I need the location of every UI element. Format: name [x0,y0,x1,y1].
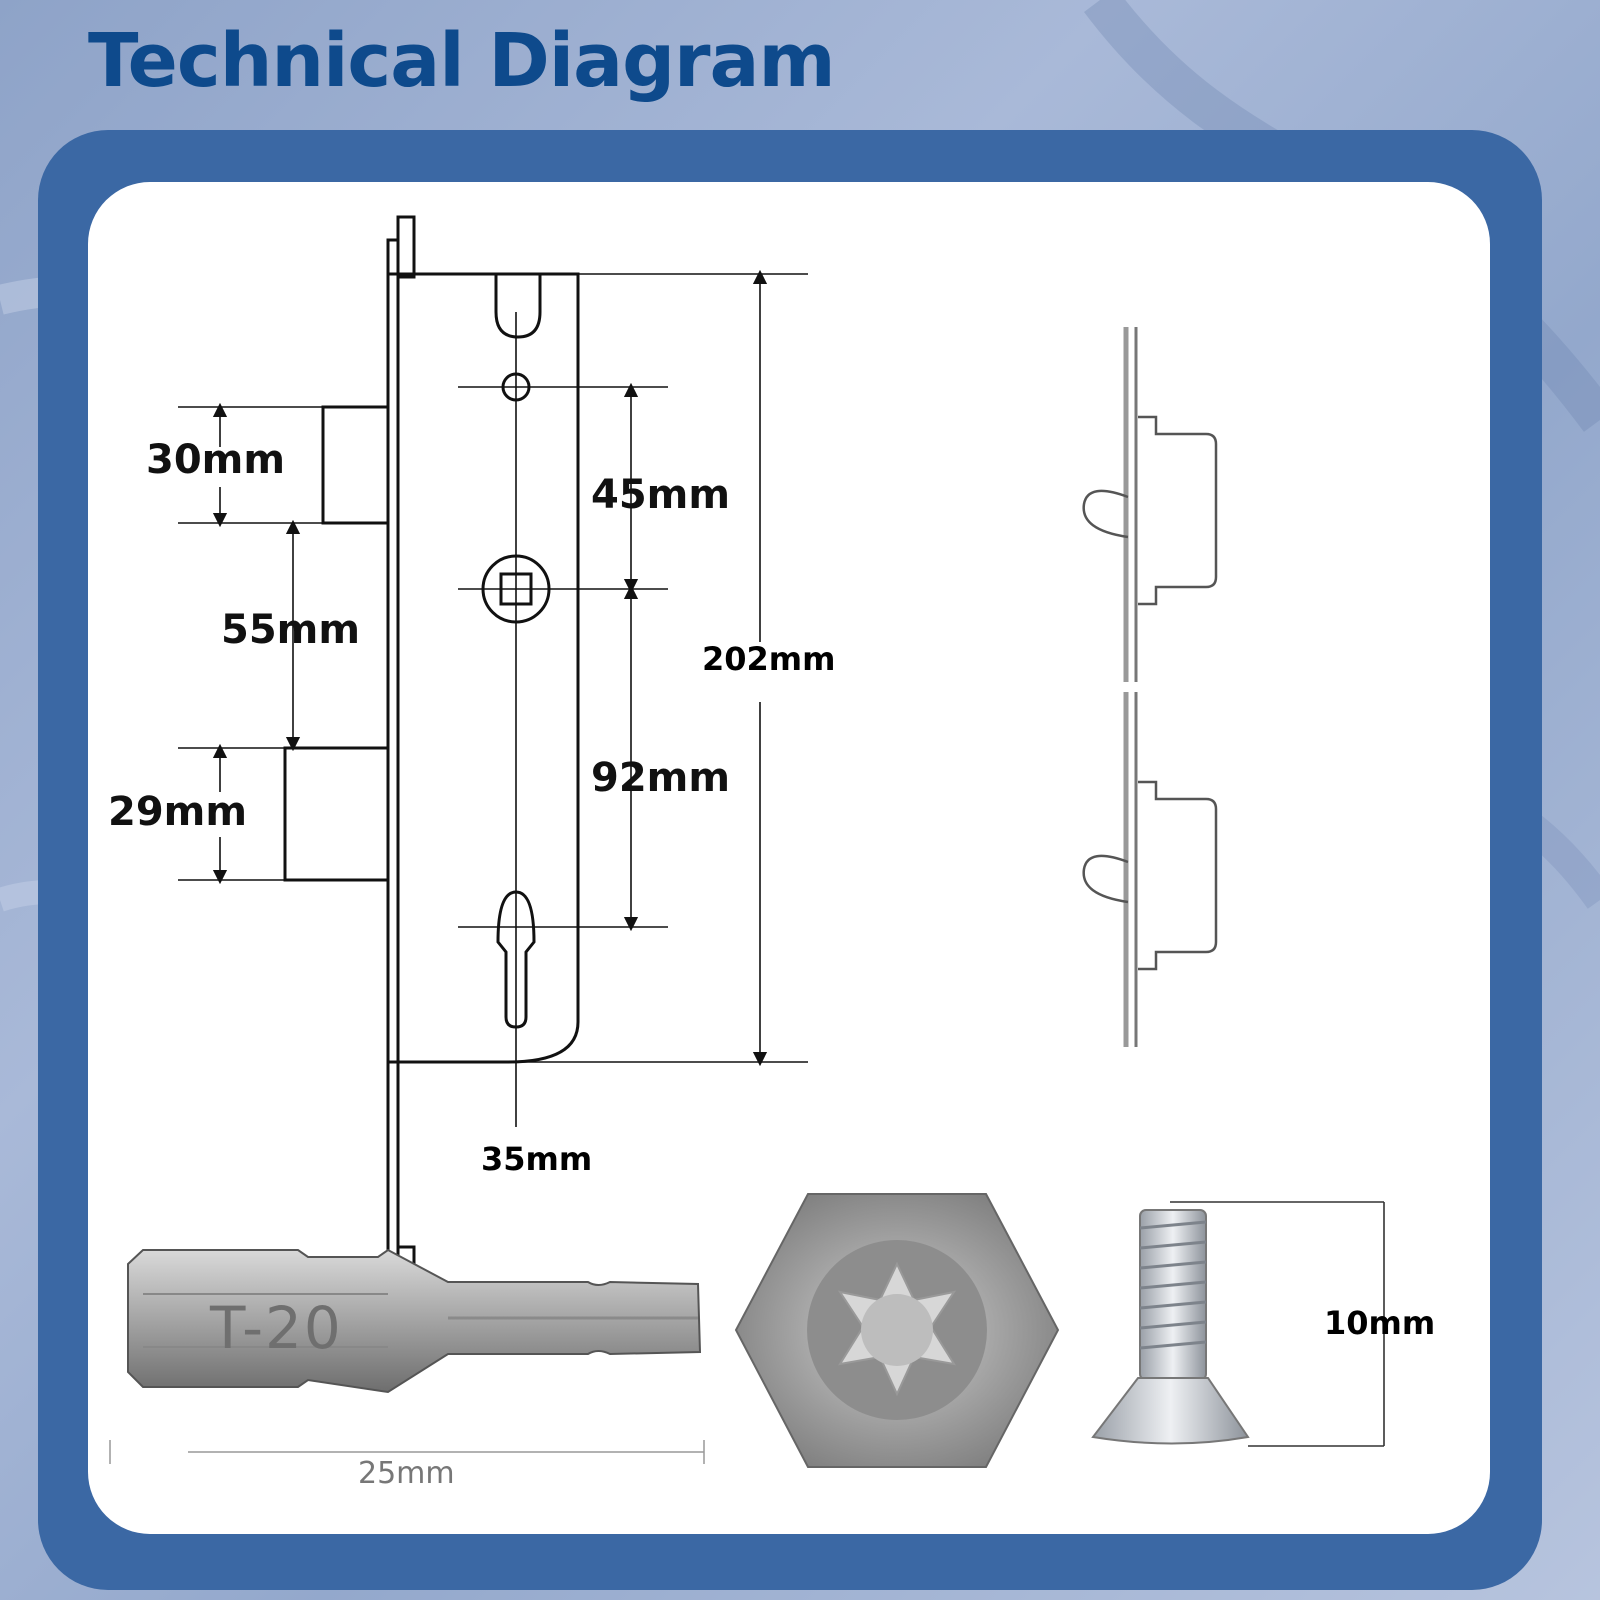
spindle-to-cylinder-label: 92mm [591,755,731,801]
euro-cylinder-hole [496,890,536,1029]
bolt-height-label: 29mm [108,789,248,835]
countersunk-screw-image [1091,1201,1385,1447]
page-title: Technical Diagram [88,18,836,104]
hook-strike-drawing [1082,327,1218,1047]
latch-height-label: 30mm [146,437,286,483]
technical-drawing [109,215,1385,1468]
bit-length-label: 25mm [358,1456,455,1491]
top-slot [494,274,542,339]
case-height-label: 202mm [702,640,836,678]
lock-case [386,272,580,1064]
bit-marking: T-20 [210,1294,343,1362]
hook-lower [1082,854,1129,904]
hook-plate-upper [1138,415,1218,606]
latch-to-bolt-label: 55mm [221,607,361,653]
torx-bit-image [109,1248,705,1464]
hook-upper [1082,489,1129,539]
backset-label: 35mm [481,1140,593,1178]
latch-bolt [321,405,390,525]
hole-to-spindle-label: 45mm [591,472,731,518]
torx-socket-end-image [734,1193,1060,1468]
hook-plate-lower [1138,780,1218,971]
faceplate-top-tab [396,215,416,279]
diagram-panel: 30mm 55mm 29mm 45mm 92mm 202mm 35mm 25mm… [88,182,1490,1534]
dead-bolt [283,746,390,882]
screw-length-label: 10mm [1324,1304,1436,1342]
dimension-lines [178,269,808,1127]
